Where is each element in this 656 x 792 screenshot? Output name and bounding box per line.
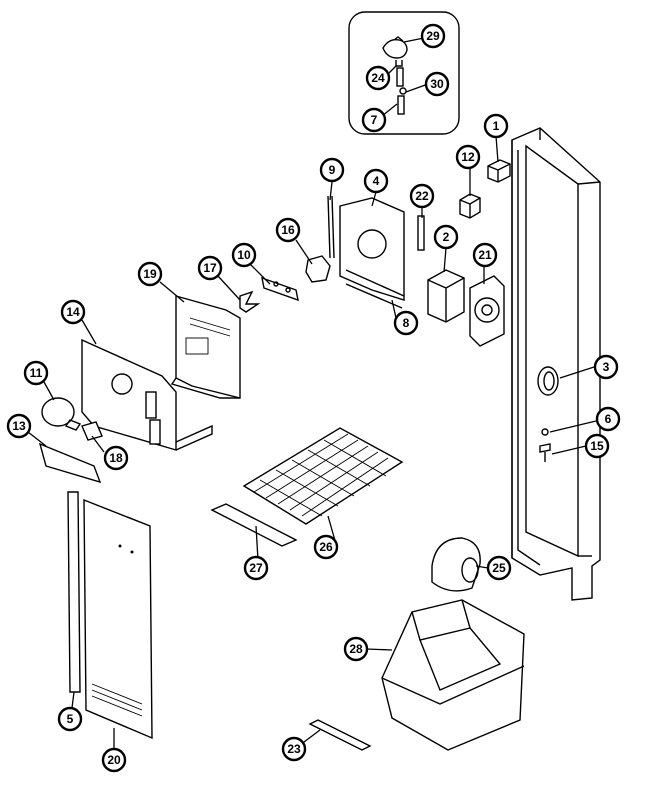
callout-5: 5 bbox=[57, 706, 83, 732]
control-housing bbox=[81, 338, 213, 451]
callout-30: 30 bbox=[424, 71, 450, 97]
rear-panels bbox=[67, 491, 153, 740]
fan-housing bbox=[427, 269, 505, 347]
callout-20: 20 bbox=[101, 747, 127, 773]
callout-18-label: 18 bbox=[109, 451, 123, 465]
callout-6-label: 6 bbox=[605, 412, 612, 426]
callout-23: 23 bbox=[281, 736, 307, 762]
callout-19-label: 19 bbox=[143, 267, 157, 281]
callout-15-label: 15 bbox=[590, 439, 604, 453]
switch-parts bbox=[459, 159, 511, 219]
callout-28-label: 28 bbox=[349, 642, 363, 656]
callout-22-label: 22 bbox=[415, 189, 429, 203]
ice-chute-cover bbox=[431, 537, 481, 592]
callout-27-label: 27 bbox=[249, 561, 263, 575]
callout-18: 18 bbox=[103, 445, 129, 471]
ice-bin bbox=[381, 599, 525, 751]
callout-6: 6 bbox=[595, 406, 621, 432]
callout-8: 8 bbox=[393, 310, 419, 336]
callout-14-label: 14 bbox=[66, 305, 80, 319]
callout-16-label: 16 bbox=[281, 223, 295, 237]
light-assembly bbox=[38, 397, 103, 484]
callout-26: 26 bbox=[313, 534, 339, 560]
damper-parts bbox=[239, 195, 425, 313]
callout-26-label: 26 bbox=[319, 540, 333, 554]
callout-21-label: 21 bbox=[478, 248, 492, 262]
callout-2-label: 2 bbox=[443, 230, 450, 244]
callout-13-label: 13 bbox=[12, 419, 26, 433]
callout-13: 13 bbox=[6, 413, 32, 439]
callout-20-label: 20 bbox=[107, 753, 121, 767]
callout-21: 21 bbox=[472, 242, 498, 268]
callout-24: 24 bbox=[365, 65, 391, 91]
callout-1-label: 1 bbox=[493, 119, 500, 133]
callout-17-label: 17 bbox=[203, 261, 217, 275]
callout-12-label: 12 bbox=[461, 150, 475, 164]
cabinet-liner bbox=[511, 127, 601, 601]
callout-7-label: 7 bbox=[371, 113, 378, 127]
callout-25-label: 25 bbox=[492, 561, 506, 575]
callout-15: 15 bbox=[584, 433, 610, 459]
callout-9: 9 bbox=[319, 157, 345, 183]
callout-9-label: 9 bbox=[329, 163, 336, 177]
callout-29-label: 29 bbox=[426, 29, 440, 43]
callout-11-label: 11 bbox=[30, 366, 43, 380]
callout-5-label: 5 bbox=[67, 712, 74, 726]
callout-17: 17 bbox=[197, 255, 223, 281]
callout-10: 10 bbox=[231, 242, 257, 268]
callout-2: 2 bbox=[433, 224, 459, 250]
callout-16: 16 bbox=[275, 217, 301, 243]
wire-shelf bbox=[210, 427, 404, 547]
callout-30-label: 30 bbox=[430, 77, 444, 91]
callout-23-label: 23 bbox=[287, 742, 301, 756]
callout-7: 7 bbox=[361, 107, 387, 133]
callout-22: 22 bbox=[409, 183, 435, 209]
callout-27: 27 bbox=[243, 555, 269, 581]
inset-detail-box bbox=[348, 11, 460, 135]
callout-11: 11 bbox=[23, 360, 49, 386]
callout-3-label: 3 bbox=[603, 360, 610, 374]
callout-12: 12 bbox=[455, 144, 481, 170]
callout-25: 25 bbox=[486, 555, 512, 581]
callout-4: 4 bbox=[363, 168, 389, 194]
evaporator-cover bbox=[170, 295, 241, 399]
callout-28: 28 bbox=[343, 636, 369, 662]
callout-19: 19 bbox=[137, 261, 163, 287]
callout-14: 14 bbox=[60, 299, 86, 325]
callout-3: 3 bbox=[593, 354, 619, 380]
callout-24-label: 24 bbox=[371, 71, 385, 85]
callout-1: 1 bbox=[483, 113, 509, 139]
callout-8-label: 8 bbox=[403, 316, 410, 330]
trim-strip bbox=[308, 719, 372, 751]
callout-29: 29 bbox=[420, 23, 446, 49]
callout-4-label: 4 bbox=[373, 174, 380, 188]
mounting-bracket bbox=[339, 197, 405, 309]
callout-10-label: 10 bbox=[237, 248, 251, 262]
